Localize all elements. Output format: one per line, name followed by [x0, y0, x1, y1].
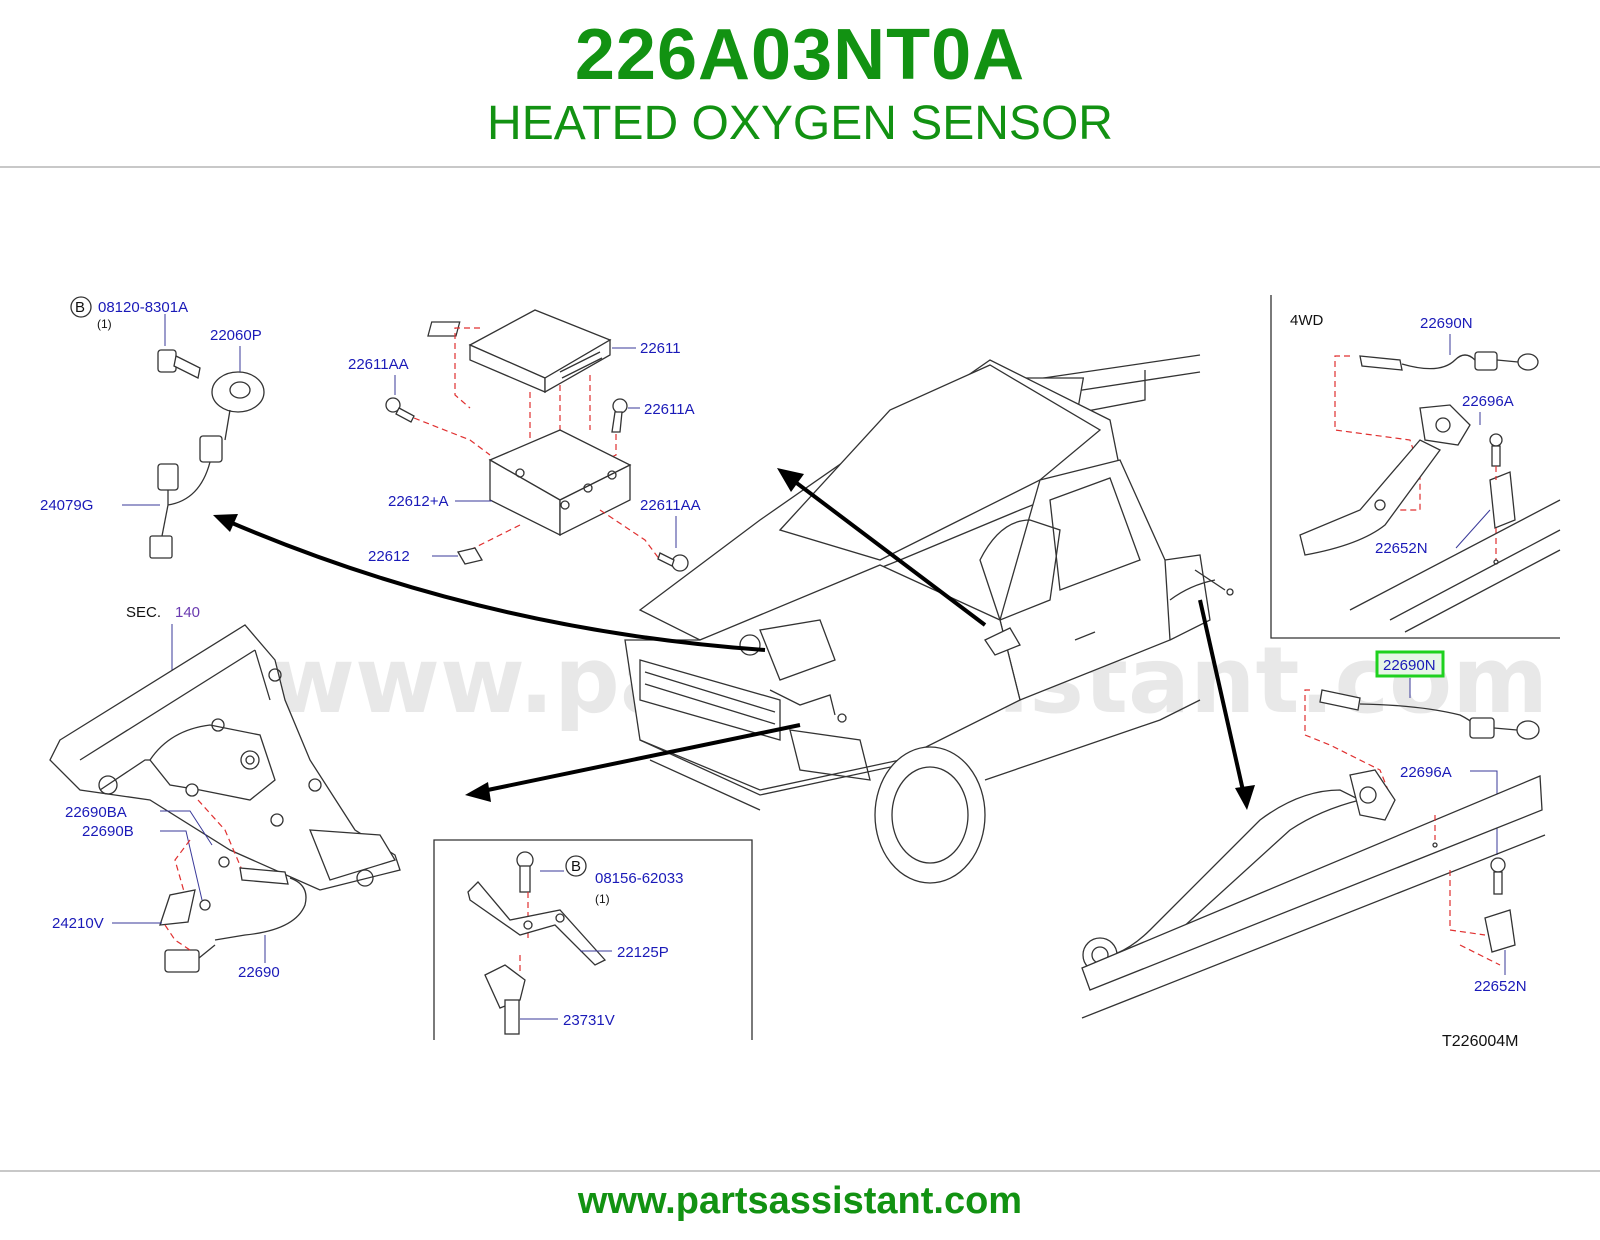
diagram-code: T226004M [1442, 1033, 1519, 1050]
label-4wd: 4WD [1290, 312, 1324, 329]
label-sec: SEC. [126, 604, 161, 621]
callout-arrows [213, 468, 1255, 810]
highlight-box [1375, 650, 1445, 678]
label-08120-8301a[interactable]: 08120-8301A [98, 299, 188, 316]
callout-b-top: B [75, 299, 85, 316]
callout-b-mid: B [571, 858, 581, 875]
label-08156-62033[interactable]: 08156-62033 [595, 870, 683, 887]
label-bolt-qty-top: (1) [97, 317, 112, 331]
exhaust-manifold-group: SEC. 140 22690BA 22690B 24210V [49, 604, 401, 981]
label-24210v[interactable]: 24210V [52, 915, 104, 932]
label-22690ba[interactable]: 22690BA [65, 804, 127, 821]
label-22690n-main[interactable]: 22690N [1383, 657, 1436, 674]
knock-sensor-group: B 08120-8301A (1) 22060P 24079G [40, 296, 265, 559]
header-divider [0, 166, 1600, 168]
label-22611aa-top[interactable]: 22611AA [348, 356, 409, 373]
footer-url[interactable]: www.partsassistant.com [577, 1180, 1023, 1222]
cam-sensor-inset: B 08156-62033 (1) 22125P 23731V [433, 839, 753, 1040]
label-23731v[interactable]: 23731V [563, 1012, 615, 1029]
label-22060p[interactable]: 22060P [210, 327, 262, 344]
label-24079g[interactable]: 24079G [40, 497, 93, 514]
label-22696a-4wd[interactable]: 22696A [1462, 393, 1514, 410]
label-22652n-main[interactable]: 22652N [1474, 978, 1527, 995]
label-22652n-4wd[interactable]: 22652N [1375, 540, 1428, 557]
ecm-group: 22611 22611AA 22611A 22612+A 22611AA 226… [348, 309, 701, 572]
label-sec-140[interactable]: 140 [175, 604, 200, 621]
label-22611aa-bottom[interactable]: 22611AA [640, 497, 701, 514]
exhaust-pipe-group: 22690N 22696A 22652N [1081, 650, 1546, 1019]
label-22690n-4wd[interactable]: 22690N [1420, 315, 1473, 332]
label-22696a-main[interactable]: 22696A [1400, 764, 1452, 781]
part-number-title: 226A03NT0A [574, 15, 1026, 95]
label-22690[interactable]: 22690 [238, 964, 280, 981]
part-name-subtitle: HEATED OXYGEN SENSOR [487, 97, 1113, 150]
label-22611a[interactable]: 22611A [644, 401, 695, 418]
inset-4wd: 4WD 22690N 22696A 22652N [1270, 295, 1561, 639]
label-22125p[interactable]: 22125P [617, 944, 669, 961]
label-22612-plus-a[interactable]: 22612+A [388, 493, 448, 510]
label-bolt-qty-mid: (1) [595, 892, 610, 906]
label-22612[interactable]: 22612 [368, 548, 410, 565]
truck-illustration [624, 354, 1234, 884]
label-22611[interactable]: 22611 [640, 340, 681, 357]
footer-divider [0, 1170, 1600, 1172]
label-22690b[interactable]: 22690B [82, 823, 134, 840]
